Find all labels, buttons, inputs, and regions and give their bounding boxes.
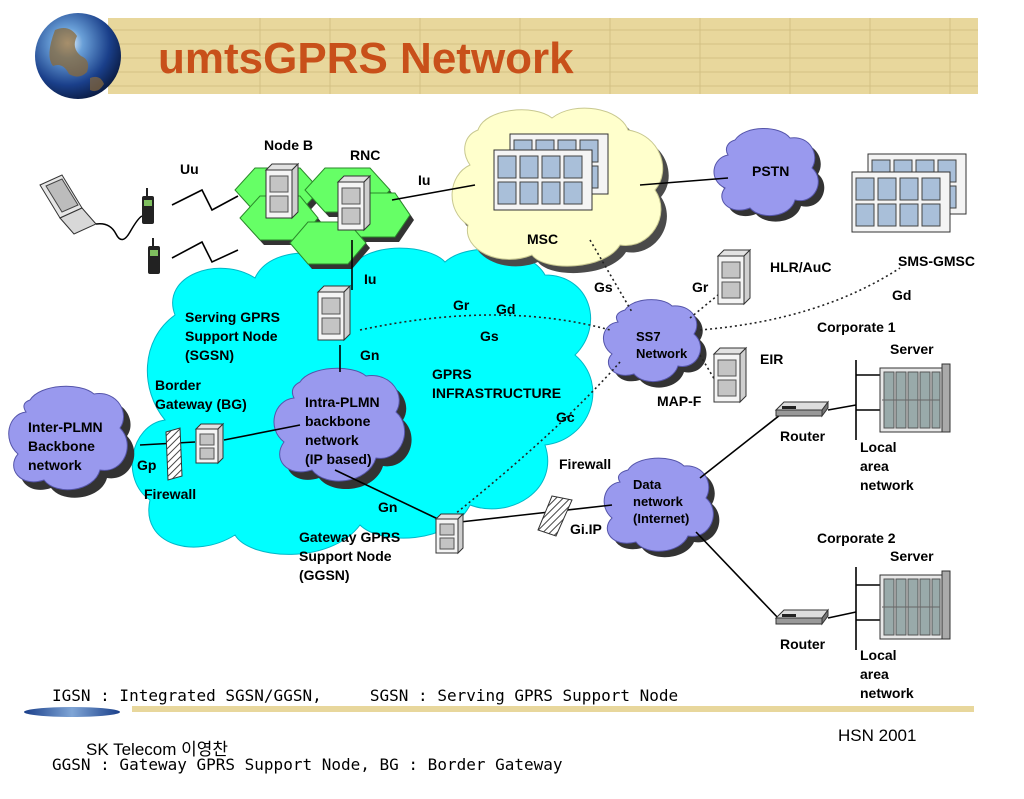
label-gc: Gc — [556, 409, 575, 425]
firewall-left-icon — [165, 427, 183, 481]
label-gd-right: Gd — [892, 287, 912, 303]
label-server2: Server — [890, 548, 934, 564]
connection-lines — [139, 177, 857, 621]
pstn-cloud — [713, 128, 825, 222]
label-pstn: PSTN — [752, 163, 790, 179]
label-server1: Server — [890, 341, 934, 357]
router2-icon — [775, 609, 829, 625]
label-firewall-left: Firewall — [144, 486, 197, 502]
label-gs-top: Gs — [594, 279, 613, 295]
label-gr-mid: Gr — [453, 297, 470, 313]
eir-server-icon — [713, 347, 747, 403]
label-lan1: Local area network — [860, 439, 914, 493]
data-to-router2 — [695, 531, 781, 621]
label-data-network: Data network (Internet) — [633, 477, 690, 526]
label-corporate1: Corporate 1 — [817, 319, 896, 335]
label-map-f: MAP-F — [657, 393, 702, 409]
label-router1: Router — [780, 428, 826, 444]
bg-server-icon — [195, 423, 224, 464]
mobile-phone-icon — [142, 188, 154, 224]
label-router2: Router — [780, 636, 826, 652]
corporate2-server-icon — [879, 570, 951, 640]
msc-pstn-link — [639, 177, 729, 186]
label-corporate2: Corporate 2 — [817, 530, 896, 546]
lan-buses — [855, 360, 880, 650]
data-to-router1 — [699, 414, 781, 479]
firewall-right-icon — [537, 495, 573, 537]
diagram-canvas — [8, 13, 978, 717]
radio-uu-links — [171, 188, 239, 264]
label-gr-top: Gr — [692, 279, 709, 295]
mobile-phone-icon — [148, 238, 160, 274]
abbreviation-note: IGSN : Integrated SGSN/GGSN, SGSN : Serv… — [52, 638, 678, 799]
label-ggsn: Gateway GPRS Support Node (GGSN) — [299, 529, 401, 583]
label-gi-ip: Gi.IP — [570, 521, 602, 537]
sms-gmsc-rack-icon — [851, 153, 967, 233]
hlr-server-icon — [717, 249, 751, 305]
title-banner — [108, 18, 978, 94]
ss7-cloud — [603, 299, 707, 388]
intra-plmn-cloud — [273, 367, 412, 490]
inter-plmn-cloud — [8, 385, 135, 498]
globe-icon — [35, 13, 121, 99]
label-gs-mid: Gs — [480, 328, 499, 344]
router1-icon — [775, 401, 829, 417]
label-gd-mid: Gd — [496, 301, 516, 317]
label-sgsn: Serving GPRS Support Node (SGSN) — [185, 309, 280, 363]
label-node-b: Node B — [264, 137, 313, 153]
slide-title: umtsGPRS Network — [158, 34, 574, 83]
label-gprs-infrastructure: GPRS INFRASTRUCTURE — [432, 366, 562, 401]
laptop-icon — [39, 174, 143, 241]
footer-left-text: SK Telecom 이영찬 — [86, 740, 229, 759]
signaling-lines — [359, 239, 901, 519]
label-msc: MSC — [527, 231, 559, 247]
label-iu-mid: Iu — [364, 271, 377, 287]
iu-link-rnc-msc — [391, 184, 476, 201]
label-intra-plmn: Intra-PLMN backbone network (IP based) — [305, 394, 380, 467]
label-rnc: RNC — [350, 147, 381, 163]
label-inter-plmn: Inter-PLMN Backbone network — [28, 419, 103, 473]
label-sms-gmsc: SMS-GMSC — [898, 253, 975, 269]
label-border-gateway: Border Gateway (BG) — [155, 377, 247, 412]
footer-right-text: HSN 2001 — [838, 726, 917, 745]
node-b-server-icon — [265, 163, 299, 219]
note-line: IGSN : Integrated SGSN/GGSN, SGSN : Serv… — [52, 686, 679, 705]
ggsn-server-icon — [435, 513, 464, 554]
label-gn-bottom: Gn — [378, 499, 398, 515]
footer-rule — [24, 706, 974, 717]
label-uu: Uu — [180, 161, 199, 177]
label-gn-top: Gn — [360, 347, 380, 363]
corporate1-server-icon — [879, 363, 951, 433]
label-gp: Gp — [137, 457, 157, 473]
rnc-server-icon — [337, 175, 371, 231]
data-network-cloud — [603, 457, 720, 558]
label-ss7: SS7 Network — [636, 329, 688, 361]
label-firewall-right: Firewall — [559, 456, 612, 472]
label-hlr-auc: HLR/AuC — [770, 259, 832, 275]
label-lan2: Local area network — [860, 647, 914, 701]
label-iu-top: Iu — [418, 172, 431, 188]
sgsn-server-icon — [317, 285, 351, 341]
ggsn-data-link — [459, 504, 613, 523]
label-eir: EIR — [760, 351, 784, 367]
msc-rack-icon — [493, 133, 609, 211]
